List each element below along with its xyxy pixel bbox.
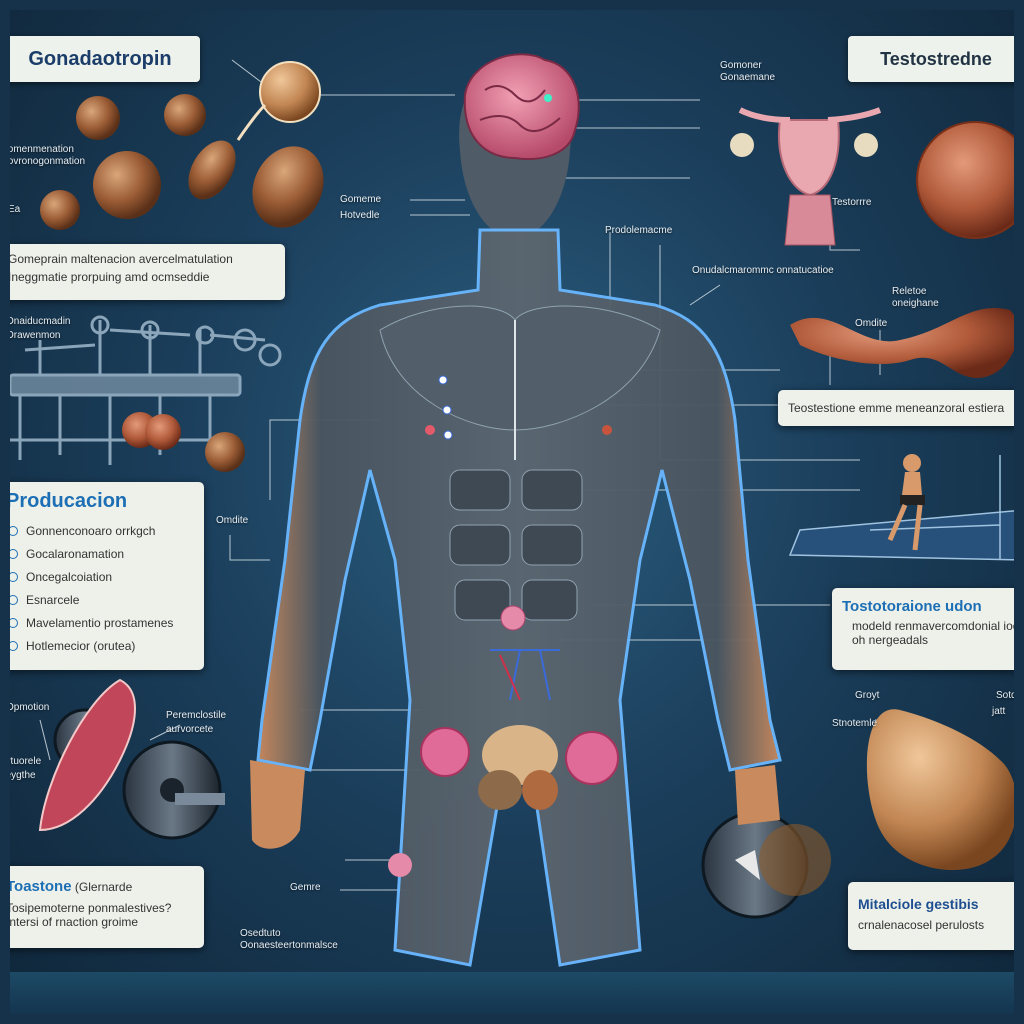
label-gr-3: Sotd [996,690,1017,701]
label-gr-2: Stnotemle [832,718,878,729]
gonadotropin-title-box: Gonadaotropin [0,36,200,82]
label-gr-1: Groyt [855,690,880,701]
left-info-panel: Gomeprain maltenacion avercelmatulation … [0,244,285,300]
label-testo: Testorrre [832,197,872,208]
production-panel: Producacion Gonnenconoaro orrkgch Gocala… [0,482,204,670]
right-mid-text: Teostestione emme meneanzoral estiera [788,401,1005,415]
label-right-top-2: Gonaemane [720,72,776,83]
list-item-label: Oncegalcoiation [26,569,113,584]
list-item-label: Mavelamentio prostamenes [26,615,174,630]
label-ed-3: aeygthe [0,770,36,781]
bottom-right-line1: crnalenacosel perulosts [858,918,985,932]
label-leg-3: Oonaesteertonmalsce [240,940,338,951]
list-item: Mavelamentio prostamenes [8,611,204,634]
label-head-2: Hotvedle [340,210,380,221]
testosterone-title-box: Testostredne [848,36,1024,82]
bottom-left-line2: Intersi of rnaction groime [6,915,139,929]
list-item: Oncegalcoiation [8,565,204,588]
bottom-right-title: Mitalciole gestibis [858,896,979,912]
label-hand-1: Reletoe [892,286,927,297]
production-list: Gonnenconoaro orrkgch Gocalaronamation O… [0,519,204,657]
list-item-label: Gocalaronamation [26,546,125,561]
label-hand-2: oneighane [892,298,939,309]
bullet-icon [8,640,18,651]
bullet-icon [8,571,18,582]
bullet-icon [8,525,18,536]
label-head-1: Gomeme [340,194,382,205]
left-info-line2: Ineggmatie prorpuing amd ocmseddie [8,270,210,284]
list-item: Gonnenconoaro orrkgch [8,519,204,542]
bullet-icon [8,617,18,628]
right-lower-line2: oh nergeadals [852,633,929,647]
left-info-line1: Gomeprain maltenacion avercelmatulation [8,252,233,266]
bottom-left-title: Toastone [6,878,72,895]
label-chest: Onudalcmarommc onnatucatioe [692,265,834,276]
list-item: Esnarcele [8,588,204,611]
list-item-label: Hotlemecior (orutea) [26,638,136,653]
label-top-left-1: Gomenmenation [0,144,74,155]
list-item-label: Esnarcele [26,592,80,607]
bottom-left-line1: Tosipemoterne ponmalestives? [6,901,172,915]
right-lower-title: Tostotoraione udon [842,598,982,615]
label-orb: Omdite [855,318,888,329]
bottom-left-panel: Toastone (Glernarde Tosipemoterne ponmal… [0,866,204,948]
label-arm-2: aurvorcete [166,724,214,735]
label-waist: Omdite [216,515,249,526]
label-leg-1: Gemre [290,882,321,893]
label-ed-2: Rrtuorele [0,756,42,767]
bullet-icon [8,594,18,605]
label-ed-1: Opmotion [6,702,50,713]
bullet-icon [8,548,18,559]
right-lower-line1: modeld renmavercomdonial ioe [852,619,1020,633]
bottom-left-header: Toastone (Glernarde [6,878,204,895]
label-bench-1: Onaiducmadin [6,316,71,327]
label-ea: Ea [8,204,21,215]
label-center: Prodolemacme [605,225,673,236]
list-item: Hotlemecior (orutea) [8,634,204,657]
list-item-label: Gonnenconoaro orrkgch [26,523,156,538]
bottom-left-title-suffix: (Glernarde [74,880,133,894]
label-bench-2: Orawenmon [6,330,61,341]
right-lower-panel: Tostotoraione udon modeld renmavercomdon… [832,588,1024,670]
bottom-right-panel: Mitalciole gestibis crnalenacosel perulo… [848,882,1024,950]
label-right-top-1: Gomoner [720,60,762,71]
testosterone-title: Testostredne [880,48,992,69]
production-title: Producacion [6,490,128,512]
label-gr-4: jatt [992,706,1006,717]
right-mid-panel: Teostestione emme meneanzoral estiera [778,390,1024,426]
gonadotropin-title: Gonadaotropin [28,47,172,70]
label-top-left-2: Govronogonmation [0,156,86,167]
label-leg-2: Osedtuto [240,928,281,939]
label-arm-1: Peremclostile [166,710,227,721]
list-item: Gocalaronamation [8,542,204,565]
